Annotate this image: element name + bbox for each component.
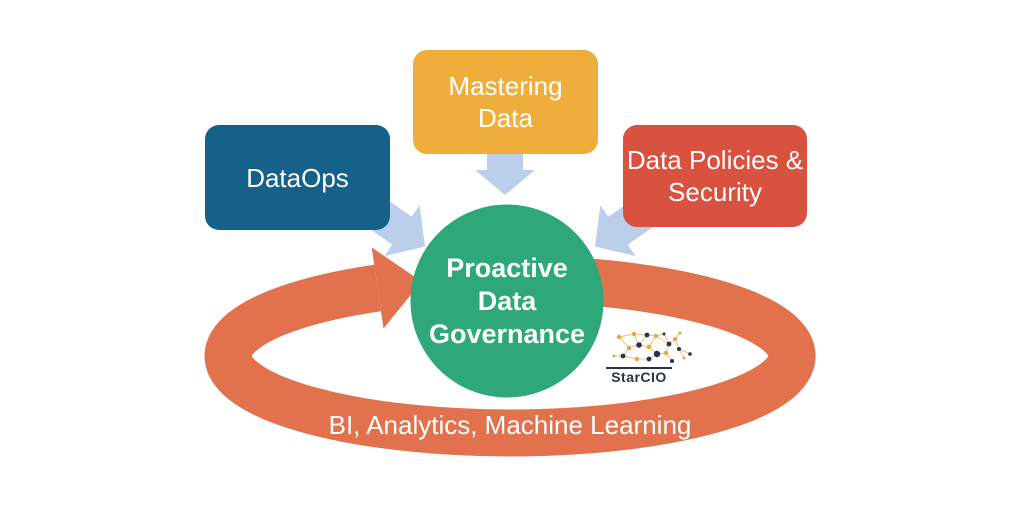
- center-circle-label: Proactive Data Governance: [397, 252, 617, 351]
- center-label-line3: Governance: [428, 319, 586, 349]
- starcio-logo-groundline: [606, 367, 672, 369]
- down-arrow-icon: [475, 153, 535, 195]
- starcio-logo-base: StarCIO: [606, 366, 672, 385]
- box-mastering-data-label-line1: Mastering: [448, 71, 563, 101]
- center-circle: [410, 204, 604, 398]
- box-mastering-data: Mastering Data: [413, 50, 598, 154]
- box-dataops: DataOps: [205, 125, 390, 230]
- cycle-caption: BI, Analytics, Machine Learning: [328, 410, 692, 440]
- starcio-logo-text: StarCIO: [611, 369, 667, 385]
- center-label-line1: Proactive: [446, 253, 568, 283]
- box-data-policies-security-label-line2: Security: [668, 177, 762, 207]
- box-data-policies-security-label-line1: Data Policies &: [626, 145, 804, 175]
- cycle-arrowhead-icon: [371, 247, 422, 329]
- box-dataops-label: DataOps: [246, 162, 349, 193]
- starcio-logo: StarCIO: [606, 330, 694, 385]
- box-data-policies-security: Data Policies & Security: [623, 125, 807, 227]
- starcio-constellation-icon: [612, 331, 692, 363]
- cycle-ring: [204, 258, 816, 457]
- box-mastering-data-label-line2: Data: [478, 103, 533, 133]
- center-label-line2: Data: [477, 286, 537, 316]
